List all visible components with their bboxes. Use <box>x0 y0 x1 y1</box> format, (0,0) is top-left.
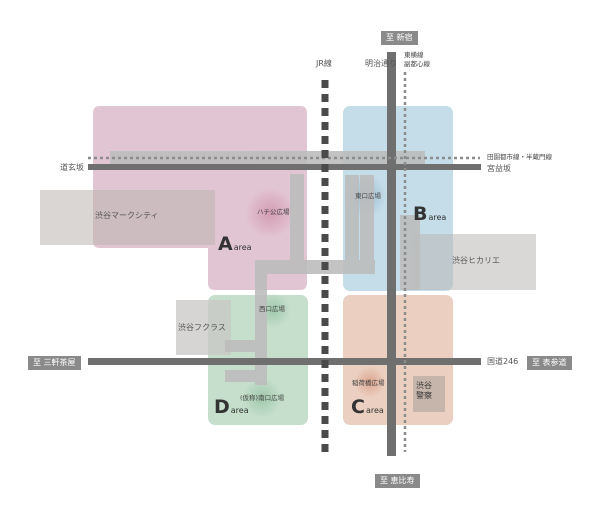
area-b-suffix: area <box>428 213 447 222</box>
mark-city-block <box>40 190 215 245</box>
area-d-letter: D <box>214 396 230 418</box>
nishiguchi-plaza-label: 西口広場 <box>259 305 285 313</box>
higashiguchi-plaza-label: 東口広場 <box>355 192 381 200</box>
area-b-label: Barea <box>413 205 446 224</box>
dest-south-tag: 至 恵比寿 <box>375 474 420 488</box>
miyamasuzaka-label: 宮益坂 <box>487 164 511 173</box>
police-label: 渋谷 警察 <box>416 381 432 401</box>
minamiguchi-plaza-label: (仮称)南口広場 <box>240 394 285 402</box>
fukuras-block <box>176 300 231 355</box>
area-c-letter: C <box>351 396 365 418</box>
fukuras-label: 渋谷フクラス <box>178 323 226 332</box>
area-d-suffix: area <box>230 406 249 415</box>
inaribashi-plaza-label: 稲荷橋広場 <box>352 379 385 387</box>
toyoko-line-label-2: 副都心線 <box>404 60 430 68</box>
area-c-suffix: area <box>365 406 384 415</box>
jr-line-label: JR線 <box>316 59 332 68</box>
route246-road <box>88 358 481 365</box>
dest-west-tag: 至 三軒茶屋 <box>28 356 81 370</box>
hikarie-label: 渋谷ヒカリエ <box>452 256 500 265</box>
dogenzaka-road <box>88 164 481 170</box>
hachiko-glow <box>245 188 295 238</box>
hikarie-block <box>412 234 536 290</box>
meiji-dori-label: 明治通り <box>365 59 397 68</box>
hachiko-plaza-label: ハチ公広場 <box>257 208 290 216</box>
mark-city-label: 渋谷マークシティ <box>95 211 159 220</box>
dest-north-tag: 至 新宿 <box>381 31 418 45</box>
dogenzaka-label: 道玄坂 <box>60 163 84 172</box>
police-label-line1: 渋谷 <box>416 381 432 390</box>
inaribashi-glow <box>354 366 386 398</box>
area-a-suffix: area <box>233 243 252 252</box>
police-label-line2: 警察 <box>416 391 432 400</box>
minamiguchi-glow <box>242 378 282 418</box>
route246-label: 国道246 <box>487 357 519 366</box>
area-b-letter: B <box>413 203 428 225</box>
den-en-toshi-label: 田園都市線・半蔵門線 <box>487 153 552 161</box>
toyoko-line-label-1: 東横線 <box>404 51 424 59</box>
police-block <box>413 376 445 412</box>
area-a-label: Aarea <box>218 235 252 254</box>
meiji-dori-road <box>387 52 396 456</box>
area-c-label: Carea <box>351 398 384 417</box>
area-d-label: Darea <box>214 398 249 417</box>
dest-east-tag: 至 表参道 <box>527 356 572 370</box>
area-a-letter: A <box>218 233 233 255</box>
pedestrian-decks <box>110 151 425 385</box>
